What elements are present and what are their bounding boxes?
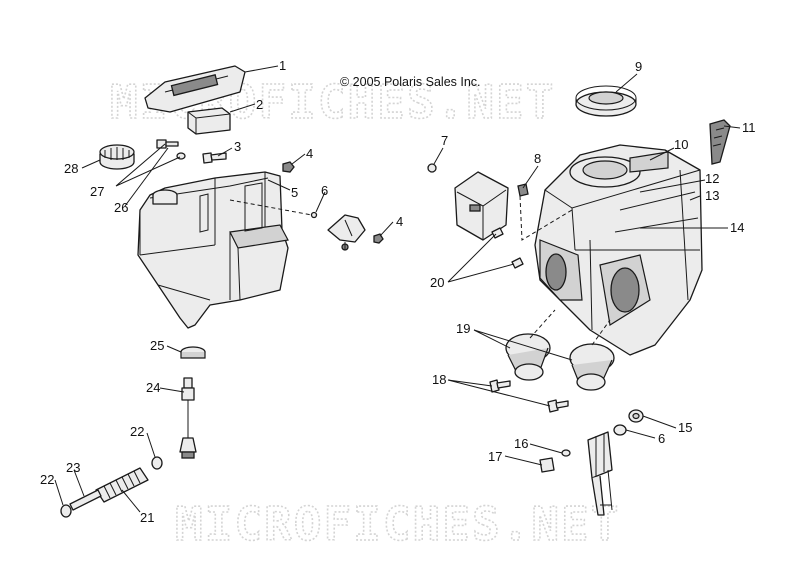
callout-8: 8 xyxy=(534,151,541,166)
part-cap-22-lower xyxy=(60,504,72,518)
callout-26: 26 xyxy=(114,200,128,215)
part-reservoir-tank xyxy=(137,171,289,329)
callout-16: 16 xyxy=(514,436,528,451)
callout-23: 23 xyxy=(66,460,80,475)
part-screw-7 xyxy=(427,163,437,173)
part-boot-left xyxy=(505,333,551,381)
callout-15: 15 xyxy=(678,420,692,435)
callout-11: 11 xyxy=(742,120,756,135)
part-grommet xyxy=(180,346,206,359)
callout-2: 2 xyxy=(256,97,263,112)
part-bolt-3 xyxy=(202,152,227,164)
callout-4-upper: 4 xyxy=(306,146,313,161)
watermark-bottom: MICROFICHES.NET xyxy=(175,497,620,551)
part-ring xyxy=(575,85,637,117)
part-washer-6 xyxy=(310,211,318,219)
callout-19: 19 xyxy=(456,321,470,336)
callout-18: 18 xyxy=(432,372,446,387)
part-boot-right xyxy=(569,343,615,391)
part-nut-lower xyxy=(373,233,384,244)
leader-lines xyxy=(54,65,741,513)
part-bolt-18a xyxy=(489,379,511,393)
callout-14: 14 xyxy=(730,220,744,235)
callout-20: 20 xyxy=(430,275,444,290)
part-bushing-15 xyxy=(628,409,644,423)
part-washer-6-right xyxy=(613,424,627,436)
part-bolt-small xyxy=(156,139,186,160)
callout-5: 5 xyxy=(291,185,298,200)
callout-27: 27 xyxy=(90,184,104,199)
copyright-text: © 2005 Polaris Sales Inc. xyxy=(340,75,481,89)
callout-6-right: 6 xyxy=(658,431,665,446)
part-washer-16 xyxy=(561,449,571,457)
part-rod xyxy=(69,489,102,511)
part-module xyxy=(454,171,509,241)
callout-17: 17 xyxy=(488,449,502,464)
part-cover-lid xyxy=(144,65,246,113)
part-clip xyxy=(709,119,731,165)
part-bolt-18b xyxy=(547,399,569,413)
callout-12: 12 xyxy=(705,171,719,186)
part-screws-20 xyxy=(491,227,524,269)
callout-7: 7 xyxy=(441,133,448,148)
callout-28: 28 xyxy=(64,161,78,176)
part-level-sensor xyxy=(179,377,197,459)
part-sensor xyxy=(327,214,366,251)
callout-24: 24 xyxy=(146,380,160,395)
part-cap-22-upper xyxy=(151,456,163,470)
part-cap xyxy=(99,144,135,170)
part-spacer-8 xyxy=(517,183,529,197)
callout-22-lower: 22 xyxy=(40,472,54,487)
part-nut-upper xyxy=(282,161,295,173)
callout-25: 25 xyxy=(150,338,164,353)
callout-6-left: 6 xyxy=(321,183,328,198)
part-filter-coil xyxy=(95,467,149,503)
callout-3: 3 xyxy=(234,139,241,154)
callout-9: 9 xyxy=(635,59,642,74)
part-block xyxy=(187,107,231,135)
callout-10: 10 xyxy=(674,137,688,152)
callout-21: 21 xyxy=(140,510,154,525)
callout-1: 1 xyxy=(279,58,286,73)
callout-labels: 1 2 3 4 4 5 6 6 7 8 9 10 11 12 13 14 15 … xyxy=(40,58,756,525)
part-airbox-housing xyxy=(534,144,703,356)
callout-22-upper: 22 xyxy=(130,424,144,439)
callout-13: 13 xyxy=(705,188,719,203)
part-bracket xyxy=(587,431,613,516)
callout-4-lower: 4 xyxy=(396,214,403,229)
part-bolt-17 xyxy=(539,457,555,473)
